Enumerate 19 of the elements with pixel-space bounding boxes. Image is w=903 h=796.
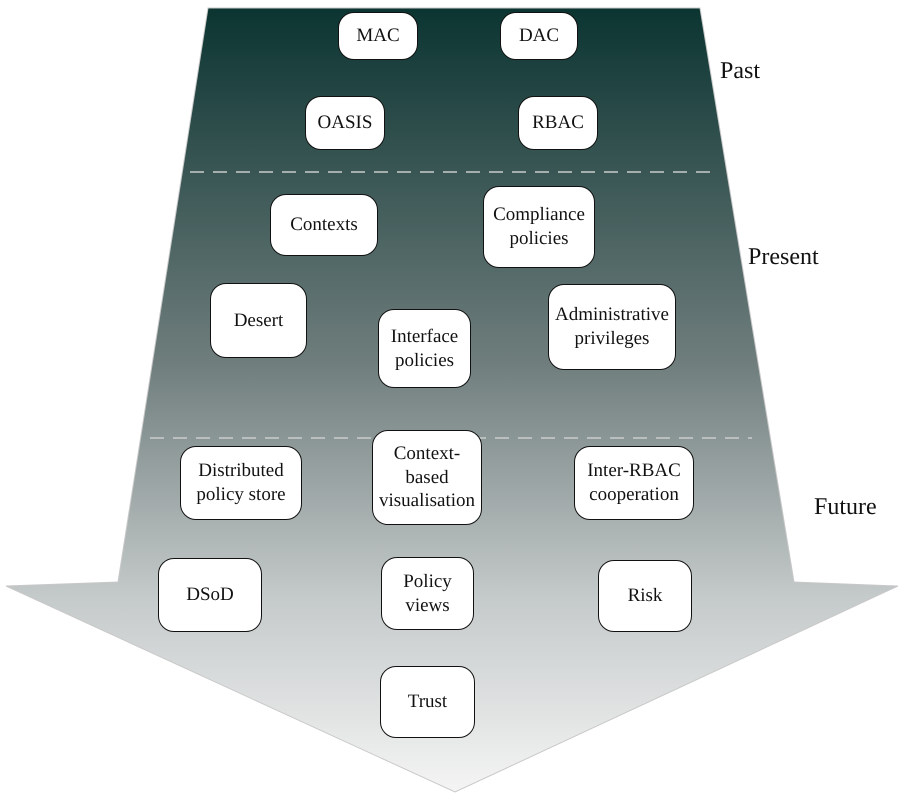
topic-box: Trust	[380, 666, 475, 738]
topic-box: Administrative privileges	[548, 284, 676, 370]
topic-box: RBAC	[518, 96, 598, 150]
topic-box: Contexts	[270, 194, 378, 256]
topic-box: Risk	[598, 560, 692, 632]
topic-box: Inter-RBAC cooperation	[574, 446, 694, 520]
topic-box: DSoD	[158, 558, 262, 632]
topic-box: Distributed policy store	[180, 446, 302, 520]
topic-box: Compliance policies	[483, 186, 595, 268]
topic-box: Interface policies	[378, 309, 471, 388]
topic-box: OASIS	[305, 96, 385, 150]
era-label: Future	[814, 494, 877, 521]
topic-box: Context-based visualisation	[372, 430, 482, 525]
topic-box: Policy views	[381, 557, 474, 630]
topic-box: Desert	[210, 283, 307, 358]
topic-box: MAC	[338, 12, 418, 60]
era-label: Present	[748, 244, 819, 271]
topic-box: DAC	[500, 12, 578, 60]
era-label: Past	[720, 58, 760, 85]
